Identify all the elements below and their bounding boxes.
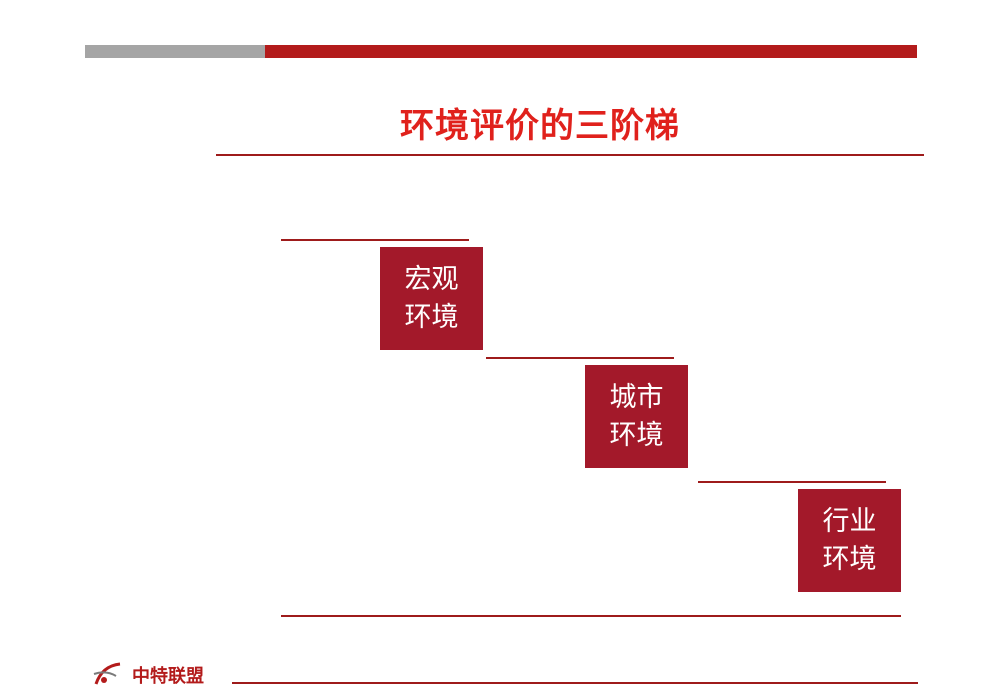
footer-rule	[232, 682, 918, 684]
step-box-city: 城市 环境	[585, 365, 688, 468]
bottom-rule	[281, 615, 901, 617]
title-underline	[216, 154, 924, 156]
slide-title: 环境评价的三阶梯	[400, 106, 680, 146]
step-1-line	[281, 239, 469, 241]
step-2-label-line1: 城市	[609, 381, 664, 413]
header-gray-bar	[85, 45, 265, 58]
step-3-label-line1: 行业	[822, 505, 877, 537]
step-2-label-line2: 环境	[609, 419, 664, 451]
step-1-label-line2: 环境	[404, 301, 459, 333]
step-3-label-line2: 环境	[822, 543, 877, 575]
step-3-line	[698, 481, 886, 483]
step-box-macro: 宏观 环境	[380, 247, 483, 350]
footer-logo: 中特联盟	[90, 660, 204, 689]
step-1-label-line1: 宏观	[404, 263, 459, 295]
header-red-bar	[265, 45, 917, 58]
step-2-line	[486, 357, 674, 359]
brand-logo-icon	[93, 662, 121, 685]
footer-brand-name: 中特联盟	[132, 665, 204, 687]
step-box-industry: 行业 环境	[798, 489, 901, 592]
